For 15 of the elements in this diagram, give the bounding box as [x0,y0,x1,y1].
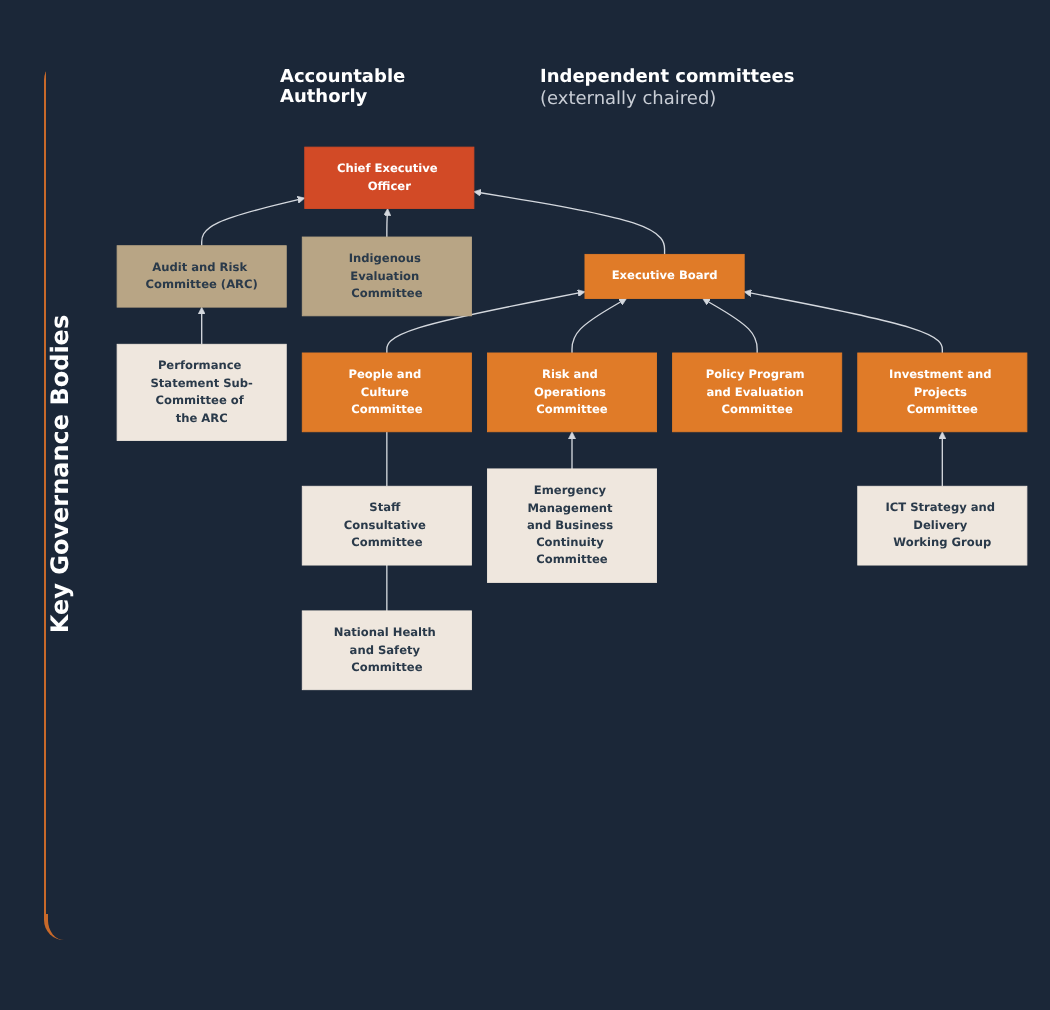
arrow [386,289,586,354]
arrow [197,306,206,345]
column-heading: Accountable Authorly [280,68,408,108]
arrow [201,195,306,247]
column-heading: Independent committees [540,68,795,88]
column-subheading: (externally chaired) [540,90,717,110]
arrow [383,208,392,238]
arrow [473,188,666,256]
arrow [702,298,758,354]
connector [386,431,388,487]
arrow [568,431,576,470]
arrow [938,431,947,487]
arrow [571,298,627,354]
connector [386,564,388,612]
arrow [743,289,943,354]
